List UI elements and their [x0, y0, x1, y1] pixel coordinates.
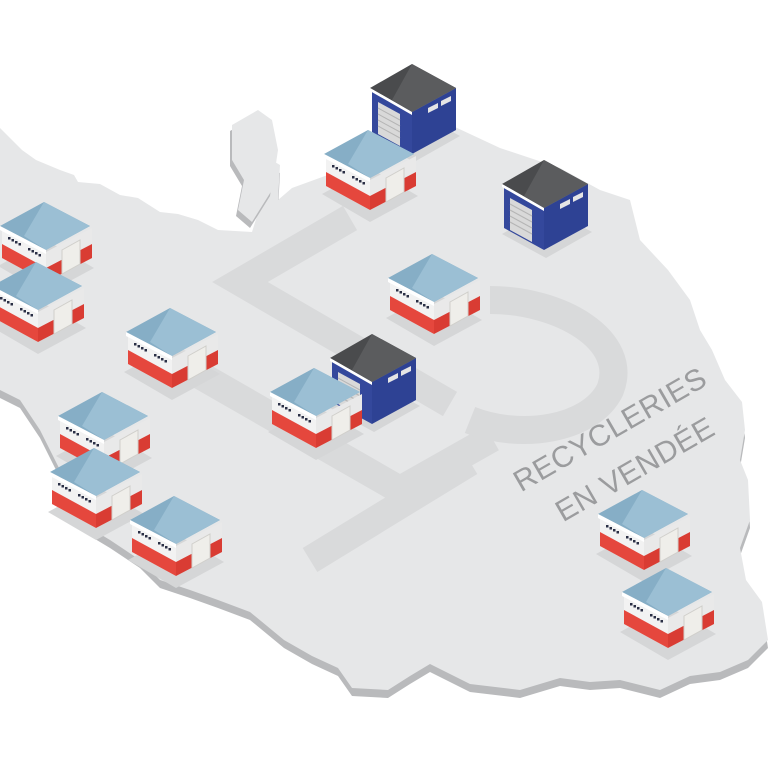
logo-mark [163, 205, 628, 572]
island-top [232, 110, 278, 222]
